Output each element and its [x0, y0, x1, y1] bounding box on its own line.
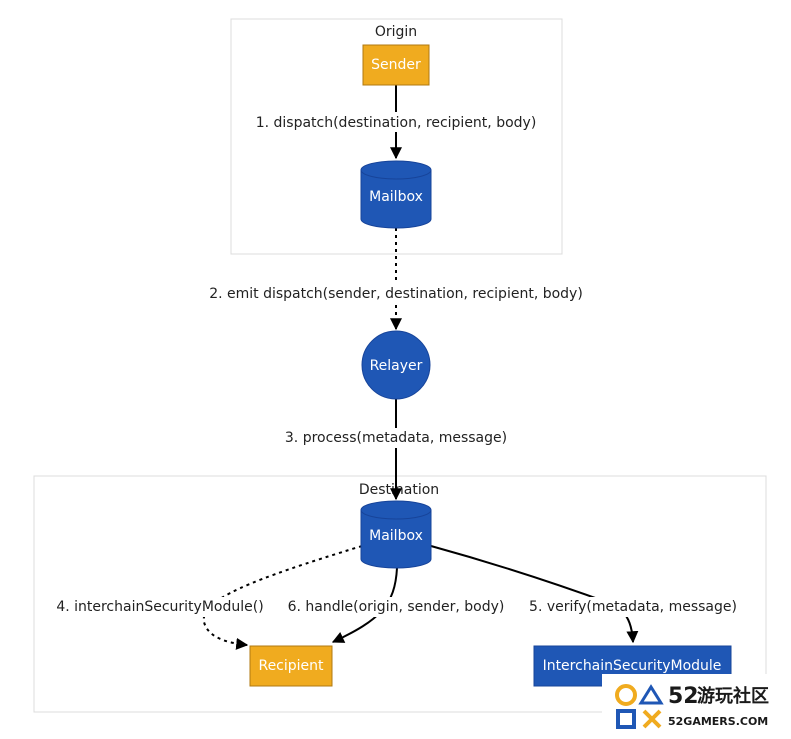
destination-cluster-title: Destination: [359, 482, 439, 498]
edge-label-1: 1. dispatch(destination, recipient, body…: [247, 112, 545, 132]
edge-interchain-security-module: [202, 545, 363, 650]
relayer-label: Relayer: [370, 358, 423, 374]
destination-mailbox-label: Mailbox: [369, 528, 423, 544]
triangle-icon: [638, 684, 664, 705]
edge-label-2: 2. emit dispatch(sender, destination, re…: [200, 284, 592, 304]
edge-verify: [430, 545, 639, 644]
sender-node: Sender: [362, 44, 430, 86]
origin-cluster-title: Origin: [375, 24, 417, 40]
watermark-brand-cn: 游玩社区: [697, 685, 769, 707]
edge-label-3-text: 3. process(metadata, message): [285, 430, 507, 446]
edge-label-4: 4. interchainSecurityModule(): [50, 597, 270, 617]
edge-label-5-text: 5. verify(metadata, message): [529, 599, 737, 615]
circle-icon: [615, 684, 637, 706]
watermark-brand-number: 52: [668, 684, 699, 709]
watermark-site: 52GAMERS.COM: [668, 715, 768, 728]
ism-label: InterchainSecurityModule: [543, 658, 722, 674]
edge-label-6-text: 6. handle(origin, sender, body): [288, 599, 505, 615]
recipient-label: Recipient: [258, 658, 324, 674]
watermark-logo: 52 游玩社区 52GAMERS.COM: [602, 674, 791, 739]
origin-mailbox-label: Mailbox: [369, 189, 423, 205]
edge-label-6: 6. handle(origin, sender, body): [283, 597, 509, 617]
origin-mailbox-node: Mailbox: [360, 160, 432, 229]
edge-label-1-text: 1. dispatch(destination, recipient, body…: [256, 115, 537, 131]
relayer-node: Relayer: [361, 330, 431, 400]
edge-label-2-text: 2. emit dispatch(sender, destination, re…: [209, 286, 583, 302]
sender-node-label: Sender: [371, 57, 421, 73]
edge-label-4-text: 4. interchainSecurityModule(): [56, 599, 263, 615]
recipient-node: Recipient: [249, 645, 333, 687]
cross-icon: [642, 709, 662, 729]
destination-mailbox-node: Mailbox: [360, 500, 432, 569]
square-icon: [616, 709, 636, 729]
edge-label-5: 5. verify(metadata, message): [524, 597, 742, 617]
edge-label-3: 3. process(metadata, message): [282, 428, 512, 448]
